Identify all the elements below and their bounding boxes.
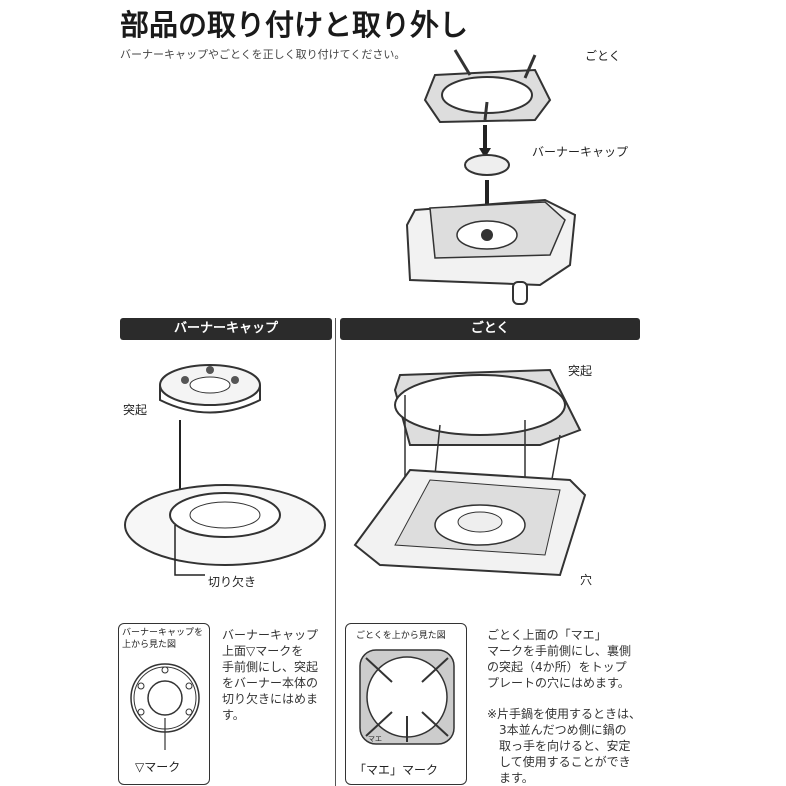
grate-top-view-inset: ごとくを上から見た図 マエ 「マエ」マーク <box>345 623 467 785</box>
grate-note: ※片手鍋を使用するときは、 3本並んだつめ側に鍋の 取っ手を向けると、安定 して… <box>487 707 642 785</box>
mae-small-label: マエ <box>368 735 382 743</box>
inset-mark-label: ▽マーク <box>135 760 181 774</box>
section-header-grate: ごとく <box>340 318 640 340</box>
section-header-burner-cap: バーナーキャップ <box>120 318 332 340</box>
grate-illustration <box>353 368 587 577</box>
label-grate: ごとく <box>585 49 621 63</box>
inset-mark-label: 「マエ」マーク <box>354 763 439 777</box>
grate-instructions: ごとく上面の「マエ」 マークを手前側にし、裏側 の突起（4か所）をトップ プレー… <box>487 628 632 690</box>
burner-cap-instructions: バーナーキャップ 上面▽マークを 手前側にし、突起 をバーナー本体の 切り欠きに… <box>222 628 319 722</box>
burner-cap-top-view <box>130 663 200 750</box>
burner-cap-top-view-inset: バーナーキャップを 上から見た図 ▽マーク <box>118 623 210 785</box>
section-divider <box>335 318 336 786</box>
label-notch: 切り欠き <box>208 575 257 589</box>
stove-assembly-illustration <box>405 49 577 305</box>
burner-cap-illustration <box>124 364 326 576</box>
label-protrusion-left: 突起 <box>123 403 148 417</box>
label-protrusion-right: 突起 <box>568 364 593 378</box>
inset-title: バーナーキャップを 上から見た図 <box>122 628 204 650</box>
page-title: 部品の取り付けと取り外し <box>120 8 469 42</box>
subtitle: バーナーキャップやごとくを正しく取り付けてください。 <box>120 48 406 61</box>
grate-top-view <box>359 649 455 745</box>
inset-title: ごとくを上から見た図 <box>356 631 446 641</box>
label-burner-cap: バーナーキャップ <box>532 145 629 159</box>
label-hole: 穴 <box>580 573 593 587</box>
